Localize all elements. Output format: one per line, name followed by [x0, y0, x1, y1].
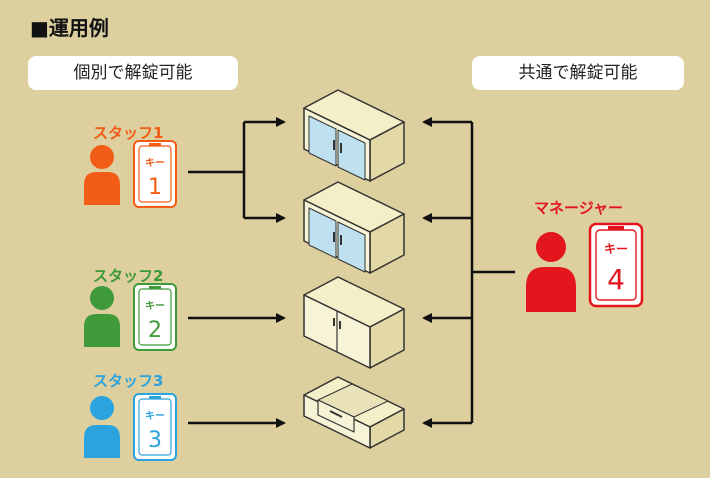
staff1-connector	[188, 117, 286, 223]
staff2-key-card-icon	[133, 283, 177, 351]
glass-cabinet-1	[303, 89, 405, 182]
manager-label: マネージャー	[534, 199, 623, 217]
staff3-person-icon	[84, 396, 120, 458]
staff2-label: スタッフ2	[93, 267, 164, 285]
staff1-key-number: 1	[148, 175, 162, 200]
manager-person-icon	[526, 232, 576, 312]
section-title: ■運用例	[30, 16, 109, 40]
staff3-key-card-icon	[133, 393, 177, 461]
wood-cabinet	[303, 276, 405, 369]
glass-cabinet-2	[303, 181, 405, 274]
staff1-key-label: キー	[145, 157, 165, 169]
staff2-key-label: キー	[145, 300, 165, 312]
staff3-key-label: キー	[145, 410, 165, 422]
manager-key-label: キー	[604, 242, 628, 256]
staff1-label: スタッフ1	[93, 124, 164, 142]
left-header: 個別で解錠可能	[28, 56, 238, 90]
staff1-key-card-icon	[133, 140, 177, 208]
staff2-person-icon	[84, 286, 120, 347]
manager-key-card-icon	[588, 222, 644, 308]
staff1-person-icon	[84, 145, 120, 205]
manager-connector	[422, 117, 515, 428]
staff3-key-number: 3	[148, 428, 162, 453]
right-header: 共通で解錠可能	[472, 56, 684, 90]
manager-key-number: 4	[607, 263, 625, 296]
drawer-cabinet	[303, 376, 405, 449]
staff2-key-number: 2	[148, 318, 162, 343]
staff3-label: スタッフ3	[93, 372, 164, 390]
